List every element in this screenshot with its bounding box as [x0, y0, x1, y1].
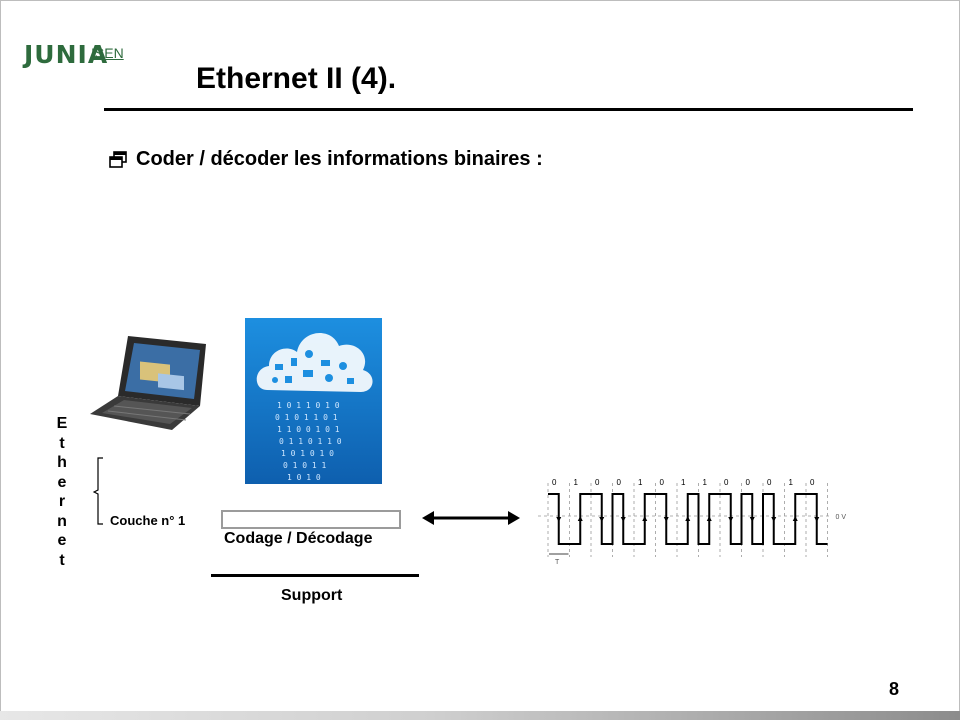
support-line — [211, 574, 419, 577]
svg-text:1 0 1 1 0 1 0: 1 0 1 1 0 1 0 — [277, 401, 340, 410]
signal-line — [548, 493, 828, 545]
layer-label: Couche n° 1 — [110, 513, 186, 528]
svg-text:1 0 1 0 1 0: 1 0 1 0 1 0 — [281, 449, 334, 458]
page-number: 8 — [889, 679, 900, 699]
bullet-item: Coder / décoder les informations binaire… — [108, 148, 543, 171]
vertical-letter: r — [58, 493, 66, 510]
vertical-letter: t — [59, 551, 65, 569]
title-rule — [104, 108, 913, 111]
logo-sub: ISEN — [91, 45, 124, 61]
svg-text:0 1 0 1 1 0 1: 0 1 0 1 1 0 1 — [275, 413, 338, 422]
codage-box — [221, 510, 401, 529]
support-label: Support — [281, 587, 343, 604]
vertical-letter: t — [59, 434, 65, 452]
laptop-icon — [88, 334, 212, 439]
bit-label: 0 — [595, 478, 600, 487]
vertical-letter: E — [56, 415, 68, 432]
brace-icon — [92, 457, 105, 532]
logo-brand: JUNIA — [24, 40, 109, 69]
bit-label: 0 — [552, 478, 557, 487]
bullet-text: Coder / décoder les informations binaire… — [136, 148, 543, 170]
svg-text:0 1 0 1 1: 0 1 0 1 1 — [283, 461, 327, 470]
bit-label: 1 — [681, 478, 686, 487]
vertical-letter: n — [57, 512, 67, 530]
bit-label: 1 — [638, 478, 643, 487]
svg-text:1 0 1 0: 1 0 1 0 — [287, 473, 321, 482]
bit-label: 1 — [789, 478, 794, 487]
bottom-bar — [0, 711, 960, 720]
bit-label: 0 — [660, 478, 665, 487]
period-label: T — [555, 559, 560, 566]
cloud-data-icon: 1 0 1 1 0 1 0 0 1 0 1 1 0 1 1 1 0 0 1 0 … — [245, 318, 382, 484]
double-arrow-icon — [422, 508, 520, 533]
zero-volt-label: 0 V — [836, 514, 847, 521]
vertical-letter: e — [57, 532, 67, 549]
vertical-letter: h — [57, 454, 67, 471]
vertical-letter: e — [57, 473, 67, 491]
bit-label: 0 — [767, 478, 772, 487]
manchester-signal: 0 1 0 0 1 0 1 1 0 0 0 1 0 0 V T — [538, 467, 850, 572]
svg-text:0 1 1 0 1 1 0: 0 1 1 0 1 1 0 — [279, 437, 342, 446]
bit-label: 0 — [746, 478, 751, 487]
bit-label: 1 — [703, 478, 708, 487]
bit-label: 0 — [617, 478, 622, 487]
svg-text:1 1 0 0 1 0 1: 1 1 0 0 1 0 1 — [277, 425, 340, 434]
bit-label: 1 — [574, 478, 579, 487]
slide-title: Ethernet II (4). — [196, 62, 397, 95]
bit-label: 0 — [724, 478, 729, 487]
bit-label: 0 — [810, 478, 815, 487]
ethernet-vertical-label: E t h e r n e t — [52, 414, 72, 570]
codage-label: Codage / Décodage — [224, 530, 373, 547]
window-icon — [109, 150, 127, 168]
